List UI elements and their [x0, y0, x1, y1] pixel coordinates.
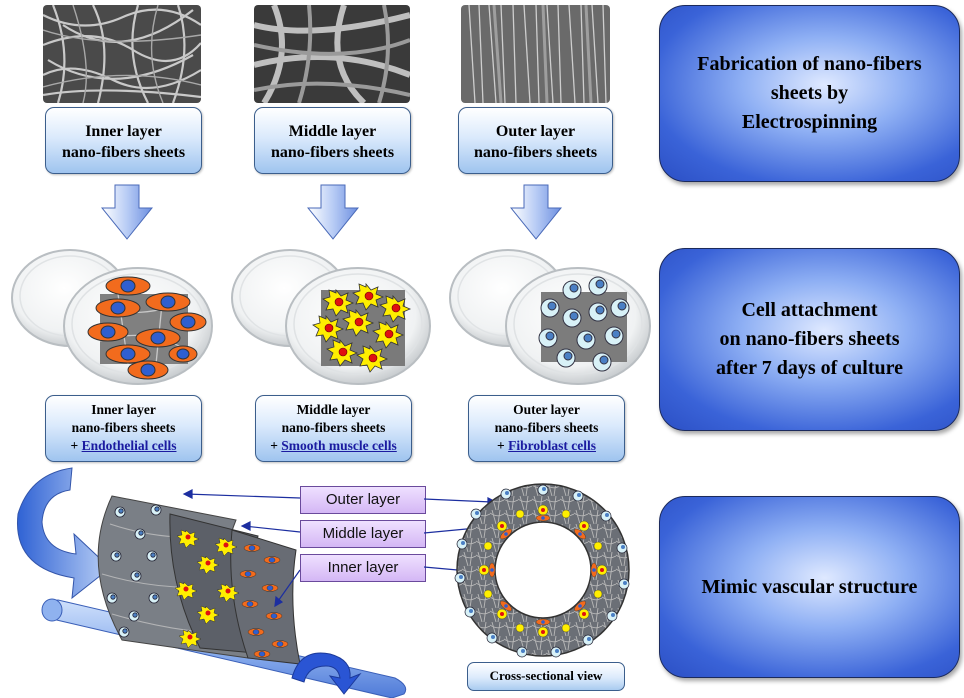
endothelial-culture-label: Inner layer nano-fibers sheets + Endothe… [45, 395, 202, 462]
outer-sheet-label: Outer layer nano-fibers sheets [458, 107, 613, 174]
middle-sheet-label: Middle layer nano-fibers sheets [254, 107, 411, 174]
down-arrow-outer [510, 184, 562, 240]
sem-image-outer [461, 5, 610, 103]
rotation-arrow [291, 652, 362, 695]
cross-section-ring [454, 483, 630, 658]
down-arrow-inner [101, 184, 153, 240]
fibroblast-culture-label: Outer layer nano-fibers sheets + Fibrobl… [468, 395, 625, 462]
culture-dish-endothelial [11, 249, 213, 385]
culture-dish-smooth-muscle [231, 249, 431, 385]
scaffold-inner-sheet [230, 529, 301, 665]
vascular-scaffold-illustration [16, 467, 407, 698]
sem-image-middle [254, 5, 410, 103]
layer-tag-inner: Inner layer [300, 554, 426, 582]
down-arrow-middle [307, 184, 359, 240]
layer-tag-middle: Middle layer [300, 520, 426, 548]
endothelial-cells-link[interactable]: Endothelial cells [81, 438, 177, 453]
fibroblast-cells-link[interactable]: Fibroblast cells [508, 438, 596, 453]
layer-tag-outer: Outer layer [300, 486, 426, 514]
culture-dish-fibroblast [449, 249, 651, 385]
sem-image-inner [43, 5, 201, 103]
roll-arrow [16, 467, 111, 600]
smooth-muscle-culture-label: Middle layer nano-fibers sheets + Smooth… [255, 395, 412, 462]
inner-sheet-label: Inner layer nano-fibers sheets [45, 107, 202, 174]
stage-mimic-vascular: Mimic vascular structure [659, 496, 960, 678]
smooth-muscle-cells-link[interactable]: Smooth muscle cells [281, 438, 397, 453]
cross-sectional-view-label: Cross-sectional view [467, 662, 625, 691]
